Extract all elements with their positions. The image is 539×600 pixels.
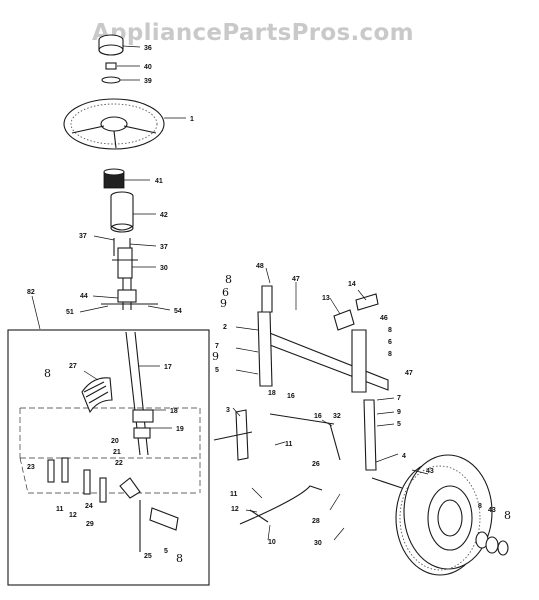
callout-47-right: 47 <box>405 370 413 377</box>
callout-8-wheel-right: 8 <box>504 509 511 522</box>
front-axle-assembly <box>213 285 403 525</box>
callout-11-axle: 11 <box>285 441 293 448</box>
callout-27: 27 <box>69 363 77 370</box>
callout-30-upper: 30 <box>160 265 168 272</box>
callout-5-left: 5 <box>215 367 219 374</box>
callout-32: 32 <box>333 413 341 420</box>
callout-41: 41 <box>155 178 163 185</box>
callout-6-axle: 6 <box>222 286 229 299</box>
callout-8-axle-right-lower: 8 <box>388 351 392 358</box>
callout-14: 14 <box>348 281 356 288</box>
callout-8-inset-top: 8 <box>44 367 51 380</box>
callout-11-inset: 11 <box>56 506 64 513</box>
callout-37-right: 37 <box>160 244 168 251</box>
callout-9-right: 9 <box>397 409 401 416</box>
callout-9-left: 9 <box>212 350 219 363</box>
callout-1: 1 <box>190 116 194 123</box>
steering-wheel-icon <box>63 98 165 150</box>
callout-16-left: 16 <box>287 393 295 400</box>
callout-7-right: 7 <box>397 395 401 402</box>
callout-6-axle-right: 6 <box>388 339 392 346</box>
callout-47-top: 47 <box>292 276 300 283</box>
callout-82: 82 <box>27 289 35 296</box>
front-tire-wheel-icon <box>395 454 509 576</box>
inset-lower-steering <box>19 331 201 552</box>
callout-19: 19 <box>176 426 184 433</box>
callout-17: 17 <box>164 364 172 371</box>
callout-51: 51 <box>66 309 74 316</box>
callout-18-axle: 18 <box>268 390 276 397</box>
callout-13: 13 <box>322 295 330 302</box>
callout-16-right: 16 <box>314 413 322 420</box>
steering-column-assembly <box>63 34 165 310</box>
callout-46: 46 <box>380 315 388 322</box>
callout-9-axle-top: 9 <box>220 297 227 310</box>
callout-12-lower: 12 <box>231 506 239 513</box>
callout-8-wheel: 8 <box>478 503 482 510</box>
callout-leader-lines <box>79 45 429 541</box>
callout-12-inset: 12 <box>69 512 77 519</box>
callout-30-lower: 30 <box>314 540 322 547</box>
steering-cap-part <box>98 34 124 56</box>
callout-22: 22 <box>115 460 123 467</box>
nut-part <box>105 62 117 70</box>
callout-5-inset: 5 <box>164 548 168 555</box>
callout-48: 48 <box>256 263 264 270</box>
callout-18-inset: 18 <box>170 408 178 415</box>
callout-44: 44 <box>80 293 88 300</box>
callout-25: 25 <box>144 553 152 560</box>
inset-frame <box>7 295 210 586</box>
adapter-part <box>103 168 125 189</box>
callout-23: 23 <box>27 464 35 471</box>
callout-2: 2 <box>223 324 227 331</box>
callout-3: 3 <box>226 407 230 414</box>
callout-42: 42 <box>160 212 168 219</box>
callout-24: 24 <box>85 503 93 510</box>
callout-7-left: 7 <box>215 343 219 350</box>
callout-43-tire: 43 <box>426 468 434 475</box>
callout-10: 10 <box>268 539 276 546</box>
washer-part <box>101 76 121 84</box>
callout-28: 28 <box>312 518 320 525</box>
callout-26: 26 <box>312 461 320 468</box>
callout-11-lower: 11 <box>230 491 238 498</box>
callout-36: 36 <box>144 45 152 52</box>
callout-39: 39 <box>144 78 152 85</box>
callout-20: 20 <box>111 438 119 445</box>
callout-40: 40 <box>144 64 152 71</box>
callout-54: 54 <box>174 308 182 315</box>
callout-labels: 36 40 39 1 41 42 37 37 30 44 51 54 82 17… <box>27 45 511 565</box>
callout-43-wheel: 43 <box>488 507 496 514</box>
callout-21: 21 <box>113 449 121 456</box>
callout-37-left: 37 <box>79 233 87 240</box>
callout-4: 4 <box>402 453 406 460</box>
callout-29: 29 <box>86 521 94 528</box>
shaft-bracket-part <box>112 247 138 279</box>
callout-5-right: 5 <box>397 421 401 428</box>
watermark: AppliancePartsPros.com <box>92 20 414 46</box>
steering-boot-part <box>110 191 134 233</box>
callout-8-axle-right: 8 <box>388 327 392 334</box>
callout-8-axle-top: 8 <box>225 273 232 286</box>
callout-8-inset-bottom: 8 <box>176 552 183 565</box>
